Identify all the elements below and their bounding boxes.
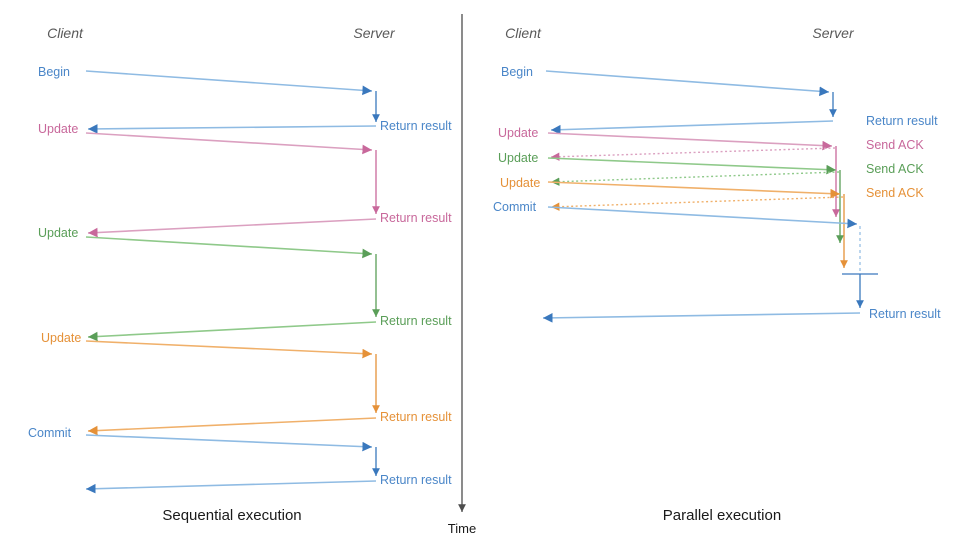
client-msg-label-commit: Commit [28, 426, 72, 440]
time-axis: Time [448, 14, 476, 536]
flow-begin-parallel [545, 70, 837, 135]
flow-update-2 [85, 236, 380, 342]
client-lane-title-parallel: Client [505, 25, 542, 41]
ack-arrow-update-2-parallel [550, 171, 840, 186]
server-lane-title-parallel: Server [812, 25, 855, 41]
client-msg-label-begin-parallel: Begin [501, 65, 533, 79]
request-arrow-update-2-parallel [547, 157, 837, 175]
client-msg-label-update-2-parallel: Update [498, 151, 538, 165]
flow-update-3-parallel [547, 181, 848, 268]
response-arrow-begin-parallel [550, 120, 834, 135]
response-arrow-commit [85, 480, 377, 494]
ack-arrow-update-1-parallel [550, 147, 836, 161]
panel-sequential: Client Server [28, 25, 452, 524]
flow-update-1-parallel [547, 132, 840, 217]
response-arrow-commit-parallel [542, 312, 861, 323]
client-msg-label-commit-parallel: Commit [493, 200, 537, 214]
response-arrow-update-3 [87, 417, 377, 436]
request-arrow-update-2 [85, 236, 373, 259]
server-msg-label-return-result-parallel: Return result [866, 114, 938, 128]
request-arrow-update-1-parallel [547, 132, 833, 151]
request-arrow-update-3 [85, 340, 373, 359]
client-msg-label-update-3-parallel: Update [500, 176, 540, 190]
request-arrow-update-1 [85, 132, 373, 155]
response-arrow-update-1 [87, 218, 377, 238]
client-msg-label-update-1: Update [38, 122, 78, 136]
flow-commit [85, 434, 380, 494]
client-msg-label-begin: Begin [38, 65, 70, 79]
server-msg-label-return-2: Return result [380, 211, 452, 225]
panel-parallel: Client Server [493, 25, 941, 524]
panel-caption-parallel: Parallel execution [663, 507, 781, 524]
server-msg-label-ack-3: Send ACK [866, 186, 924, 200]
server-msg-label-return-4: Return result [380, 410, 452, 424]
client-msg-label-update-1-parallel: Update [498, 126, 538, 140]
server-msg-label-return-1: Return result [380, 119, 452, 133]
request-arrow-commit [85, 434, 373, 452]
server-msg-label-ack-1: Send ACK [866, 138, 924, 152]
client-msg-label-update-2: Update [38, 226, 78, 240]
request-arrow-update-3-parallel [547, 181, 841, 199]
request-arrow-begin-parallel [545, 70, 830, 97]
time-axis-label: Time [448, 521, 476, 536]
panel-caption-sequential: Sequential execution [162, 507, 301, 524]
server-msg-label-return-3: Return result [380, 314, 452, 328]
server-lane-title: Server [353, 25, 396, 41]
flow-update-3 [85, 340, 380, 436]
response-arrow-begin [87, 124, 377, 134]
server-msg-label-return-final: Return result [869, 307, 941, 321]
flow-update-1 [85, 132, 380, 238]
flow-update-2-parallel [547, 157, 844, 243]
client-lane-title: Client [47, 25, 84, 41]
flow-commit-parallel [542, 206, 878, 323]
client-msg-label-update-3: Update [41, 331, 81, 345]
server-msg-label-return-5: Return result [380, 473, 452, 487]
server-msg-label-ack-2: Send ACK [866, 162, 924, 176]
request-arrow-commit-parallel [547, 206, 858, 229]
request-arrow-begin [85, 70, 373, 96]
flow-begin [85, 70, 380, 134]
response-arrow-update-2 [87, 321, 377, 342]
ack-arrow-update-3-parallel [550, 196, 844, 211]
